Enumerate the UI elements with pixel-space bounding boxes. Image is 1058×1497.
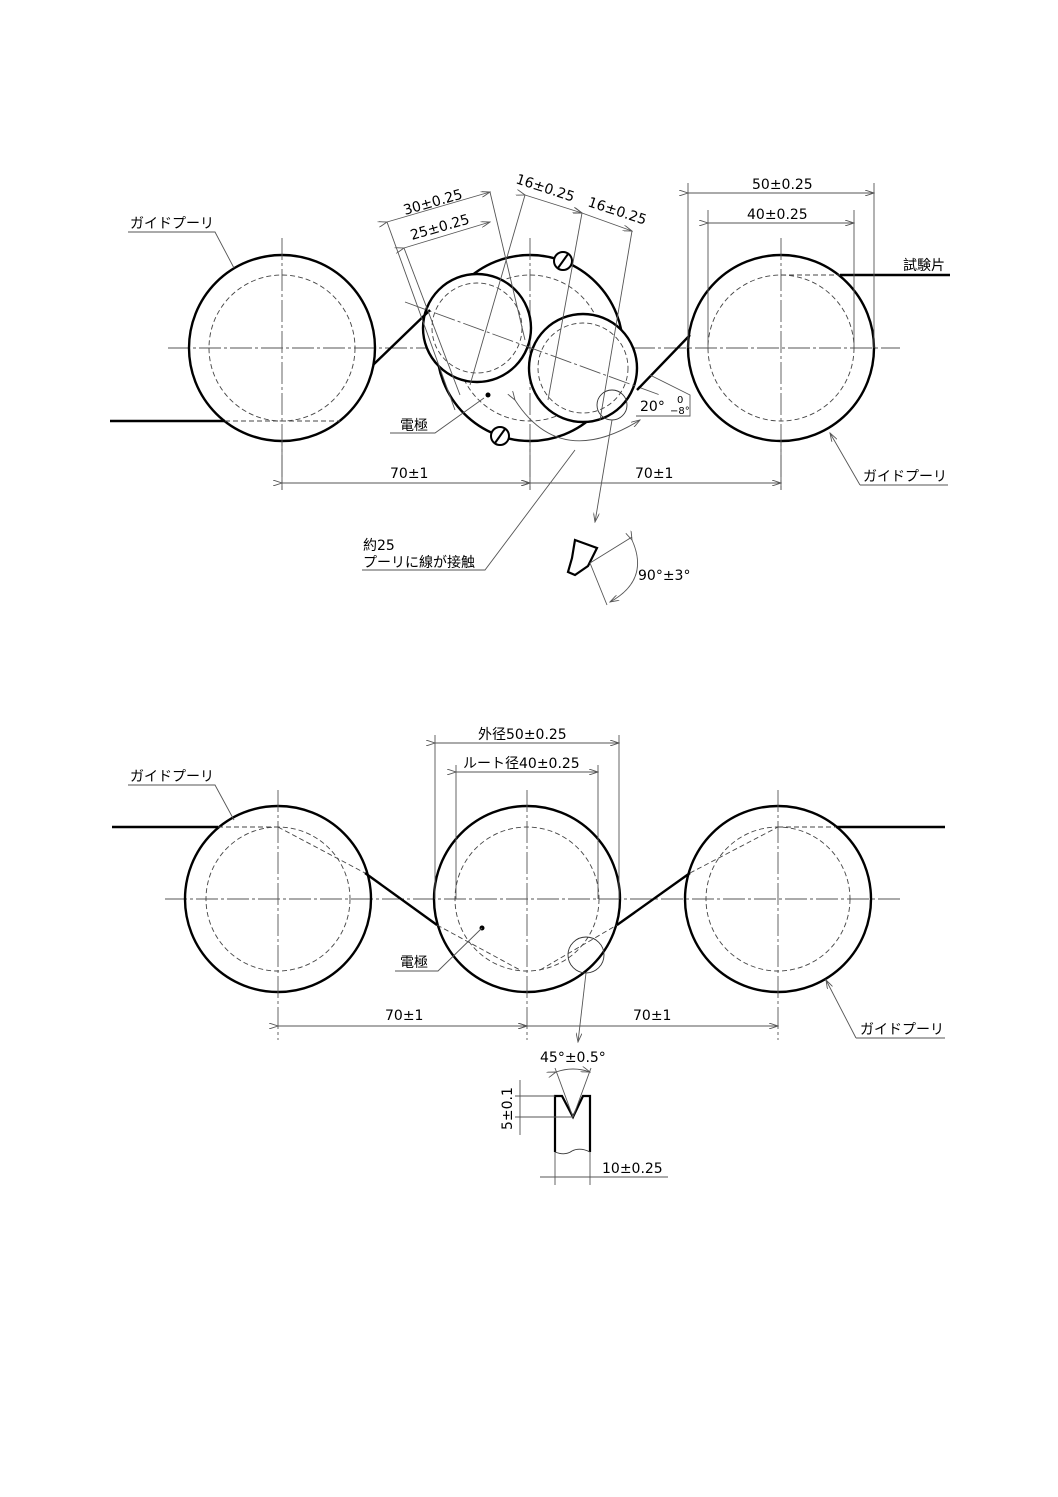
dim-span-right-2: 70±1 [633, 1008, 671, 1024]
contact-note-line2: プーリに線が接触 [363, 554, 475, 571]
dim-root-2: ルート径40±0.25 [463, 756, 580, 772]
dim-outer-right: 50±0.25 [752, 177, 813, 193]
label-guide-pulley-left-2: ガイドプーリ [130, 769, 214, 785]
label-test-piece: 試験片 [903, 258, 945, 274]
dim-angle: 20° [640, 399, 665, 415]
dim-span-left: 70±1 [390, 466, 428, 482]
electrode-2 [432, 790, 622, 1040]
dim-angle-tol-lower: −8° [670, 406, 690, 417]
test-piece-wire [110, 273, 950, 423]
figure-2 [112, 735, 945, 1185]
dim-outer-left: 30±0.25 [402, 187, 465, 219]
dim-root-right: 40±0.25 [747, 207, 808, 223]
label-guide-pulley-right-2: ガイドプーリ [860, 1022, 944, 1038]
label-guide-pulley-left: ガイドプーリ [130, 216, 214, 232]
contact-note-line1: 約25 [363, 538, 395, 554]
dim-groove-angle-2: 45°±0.5° [540, 1050, 606, 1066]
dim-span-left-2: 70±1 [385, 1008, 423, 1024]
label-guide-pulley-right: ガイドプーリ [863, 469, 947, 485]
dim-offset-b: 16±0.25 [586, 195, 649, 229]
electrode-assembly [404, 238, 661, 490]
figure-2-text: ガイドプーリ 電極 ガイドプーリ 外径50±0.25 ルート径40±0.25 7… [130, 727, 944, 1177]
dim-outer-2: 外径50±0.25 [478, 727, 567, 743]
label-electrode-2: 電極 [400, 955, 428, 971]
dim-span-right: 70±1 [635, 466, 673, 482]
dim-angle-tol-upper: 0 [677, 395, 683, 406]
label-electrode: 電極 [400, 418, 428, 434]
dim-root-left: 25±0.25 [409, 212, 472, 244]
dim-groove-depth: 5±0.1 [500, 1087, 516, 1130]
dim-groove-angle: 90°±3° [638, 568, 690, 584]
dim-width: 10±0.25 [602, 1161, 663, 1177]
figure-1 [110, 183, 950, 606]
